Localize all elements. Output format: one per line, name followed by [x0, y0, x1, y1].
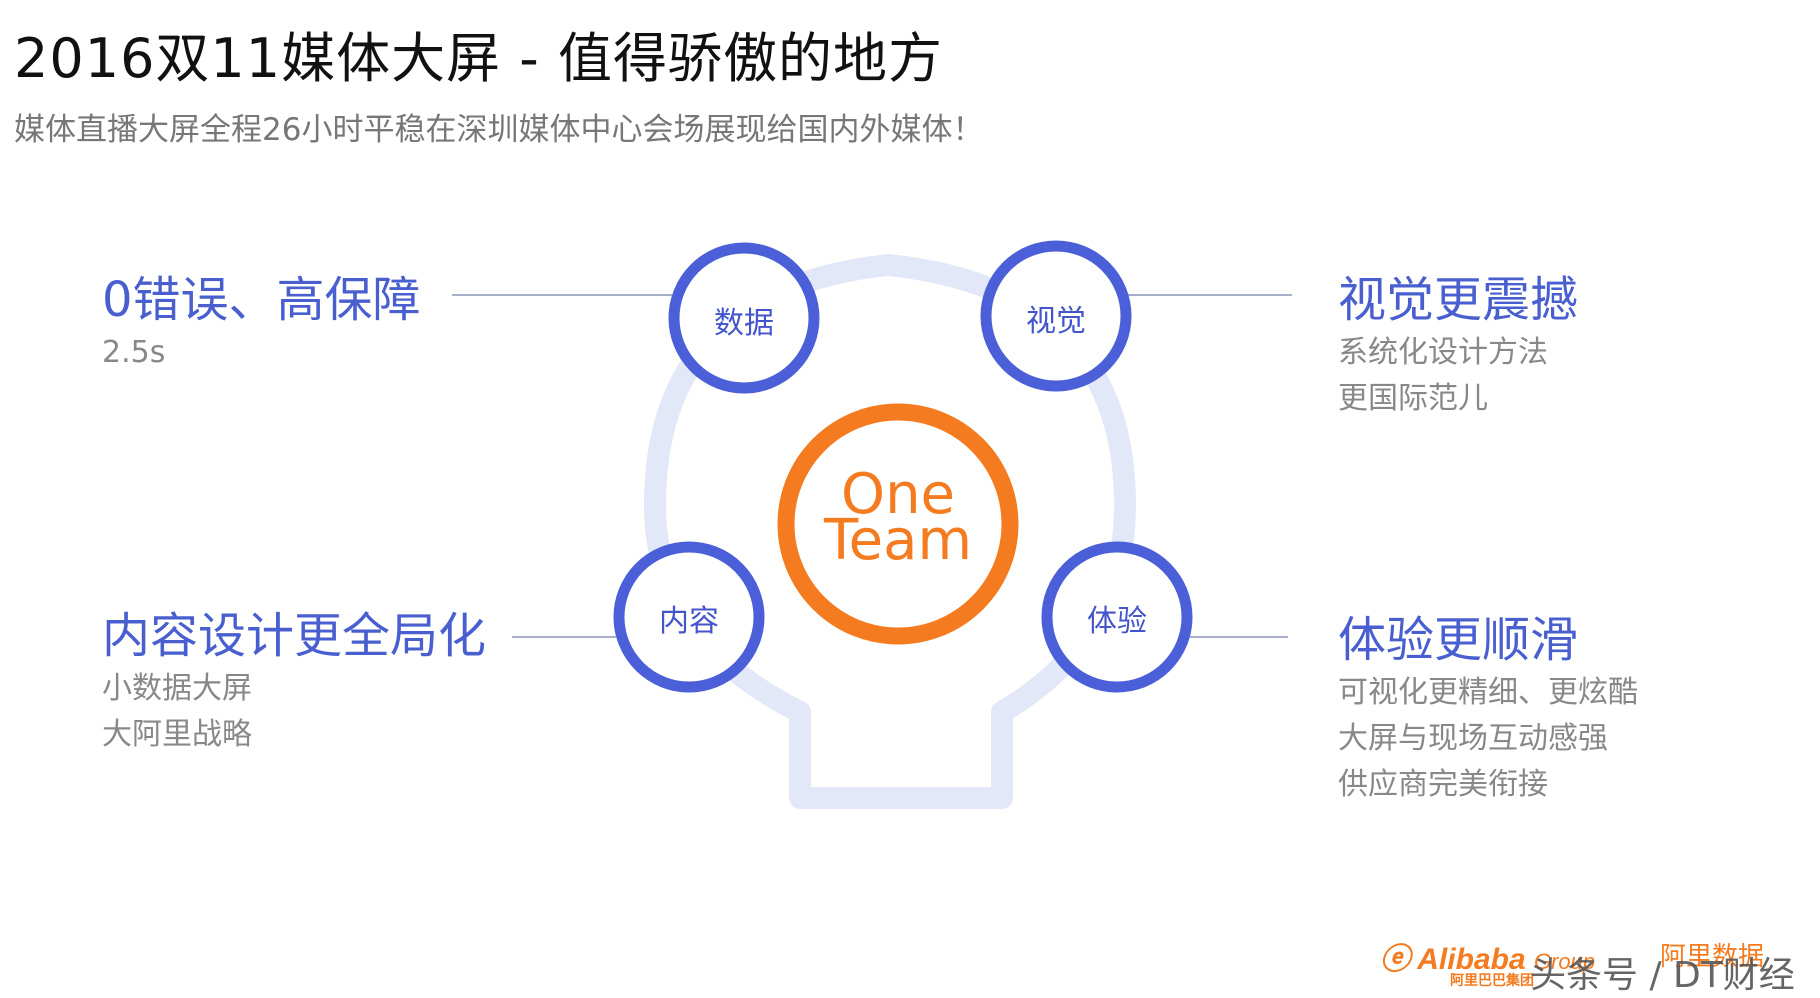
node-ring-visual [980, 240, 1132, 392]
center-label: One Team [798, 462, 998, 573]
alibaba-logo-text: Alibaba [1417, 943, 1526, 976]
group-top-right: 视觉更震撼 系统化设计方法 更国际范儿 [1338, 270, 1578, 422]
alibaba-logo-icon: ⓔ [1380, 943, 1410, 976]
watermark: 头条号 / DT财经 [1530, 955, 1795, 996]
group-top-right-heading: 视觉更震撼 [1338, 272, 1579, 328]
center-ring [777, 403, 1019, 645]
group-top-right-line: 系统化设计方法 [1338, 335, 1548, 370]
group-bottom-left: 内容设计更全局化 小数据大屏 大阿里战略 [102, 606, 486, 758]
footer-logos: ⓔ Alibaba Group 阿里巴巴集团 阿里数据 头条号 / DT财经 [1380, 930, 1816, 996]
node-label-content: 内容 [659, 604, 719, 639]
group-bottom-right: 体验更顺滑 可视化更精细、更炫酷 大屏与现场互动感强 供应商完美衔接 [1338, 610, 1638, 808]
page-title: 2016双11媒体大屏 - 值得骄傲的地方 [14, 27, 943, 90]
alibaba-logo-cn: 阿里巴巴集团 [1450, 973, 1534, 989]
node-ring-experience [1041, 541, 1193, 693]
group-top-left: 0错误、高保障 2.5s [102, 270, 421, 376]
node-label-experience: 体验 [1087, 604, 1147, 639]
center-label-line1: One [840, 462, 956, 527]
ali-data-logo: 阿里数据 [1660, 942, 1765, 972]
node-ring-content [613, 541, 765, 693]
group-bottom-right-line: 可视化更精细、更炫酷 [1338, 675, 1638, 710]
node-label-data: 数据 [714, 306, 774, 341]
page-subtitle: 媒体直播大屏全程26小时平稳在深圳媒体中心会场展现给国内外媒体！ [14, 112, 984, 148]
center-label-line2: Team [823, 508, 972, 573]
group-bottom-right-line: 供应商完美衔接 [1338, 767, 1548, 802]
group-top-left-line: 2.5s [102, 335, 166, 370]
group-bottom-right-heading: 体验更顺滑 [1338, 612, 1579, 668]
group-bottom-right-line: 大屏与现场互动感强 [1338, 721, 1608, 756]
group-bottom-left-line: 小数据大屏 [102, 671, 252, 706]
group-bottom-left-heading: 内容设计更全局化 [102, 608, 487, 664]
node-ring-data [668, 242, 820, 394]
group-top-right-line: 更国际范儿 [1338, 381, 1488, 416]
alibaba-logo-group: Group [1533, 949, 1596, 974]
group-bottom-left-line: 大阿里战略 [102, 717, 252, 752]
alibaba-group-logo: ⓔ Alibaba Group [1380, 934, 1595, 978]
group-top-left-heading: 0错误、高保障 [102, 272, 421, 328]
node-label-visual: 视觉 [1026, 304, 1086, 339]
